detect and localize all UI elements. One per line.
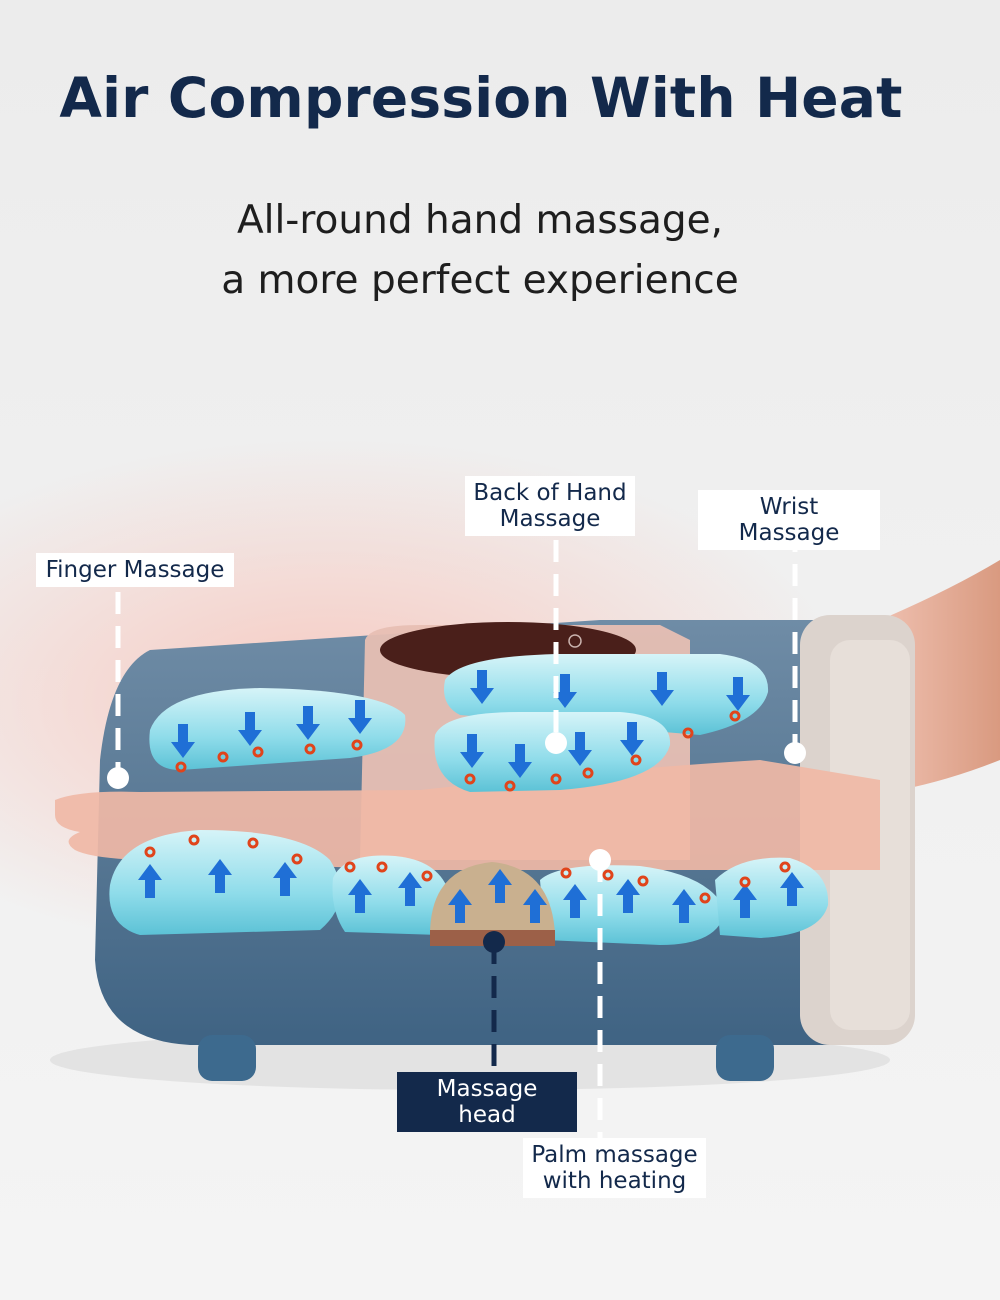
heat-point-icon (217, 751, 229, 763)
airflow-arrow-icon (448, 889, 472, 923)
callout-back-of-hand-line1: Back of Hand (473, 480, 627, 506)
heat-point-icon (630, 754, 642, 766)
callout-back-of-hand-line2: Massage (499, 506, 601, 532)
airflow-arrow-icon (348, 700, 372, 734)
power-icon (568, 634, 582, 648)
airflow-arrow-icon (296, 706, 320, 740)
airflow-arrow-icon (523, 889, 547, 923)
airflow-arrow-icon (616, 879, 640, 913)
heat-point-icon (582, 767, 594, 779)
heat-point-icon (376, 861, 388, 873)
callout-palm-line1: Palm massage (531, 1142, 698, 1168)
airflow-arrow-icon (138, 864, 162, 898)
callout-palm-line2: with heating (542, 1168, 687, 1194)
airflow-arrow-icon (620, 722, 644, 756)
heat-point-icon (560, 867, 572, 879)
heat-point-icon (602, 869, 614, 881)
heat-point-icon (739, 876, 751, 888)
heat-point-icon (252, 746, 264, 758)
airflow-arrow-icon (563, 884, 587, 918)
airflow-arrow-icon (508, 744, 532, 778)
airflow-arrow-icon (650, 672, 674, 706)
airflow-arrow-icon (470, 670, 494, 704)
airflow-arrow-icon (553, 674, 577, 708)
heat-point-icon (504, 780, 516, 792)
callout-finger-massage: Finger Massage (36, 553, 234, 587)
callout-back-of-hand: Back of Hand Massage (465, 476, 635, 536)
subtitle-line-1: All-round hand massage, (236, 198, 724, 243)
callout-massage-head: Massage head (397, 1072, 577, 1132)
heat-point-icon (464, 773, 476, 785)
heat-point-icon (550, 773, 562, 785)
airflow-arrow-icon (238, 712, 262, 746)
callout-wrist-massage: Wrist Massage (698, 490, 880, 550)
heat-point-icon (291, 853, 303, 865)
airflow-arrow-icon (733, 884, 757, 918)
heat-point-icon (351, 739, 363, 751)
heat-point-icon (344, 861, 356, 873)
airflow-arrow-icon (460, 734, 484, 768)
airflow-arrow-icon (726, 677, 750, 711)
airflow-arrow-icon (208, 859, 232, 893)
airflow-arrow-icon (171, 724, 195, 758)
heat-point-icon (188, 834, 200, 846)
heat-point-icon (247, 837, 259, 849)
heat-point-icon (699, 892, 711, 904)
airflow-arrow-icon (568, 732, 592, 766)
callout-palm-massage: Palm massage with heating (523, 1138, 706, 1198)
airflow-arrow-icon (273, 862, 297, 896)
subtitle-line-2: a more perfect experience (221, 258, 739, 303)
heat-point-icon (637, 875, 649, 887)
heat-point-icon (421, 870, 433, 882)
heat-point-icon (144, 846, 156, 858)
airflow-arrow-icon (398, 872, 422, 906)
heat-point-icon (175, 761, 187, 773)
heat-point-icon (304, 743, 316, 755)
airflow-arrow-icon (348, 879, 372, 913)
heat-point-icon (682, 727, 694, 739)
heat-point-icon (729, 710, 741, 722)
airflow-arrow-icon (780, 872, 804, 906)
heat-point-icon (779, 861, 791, 873)
airflow-arrow-icon (488, 869, 512, 903)
airflow-arrow-icon (672, 889, 696, 923)
page-title: Air Compression With Heat (59, 66, 903, 130)
